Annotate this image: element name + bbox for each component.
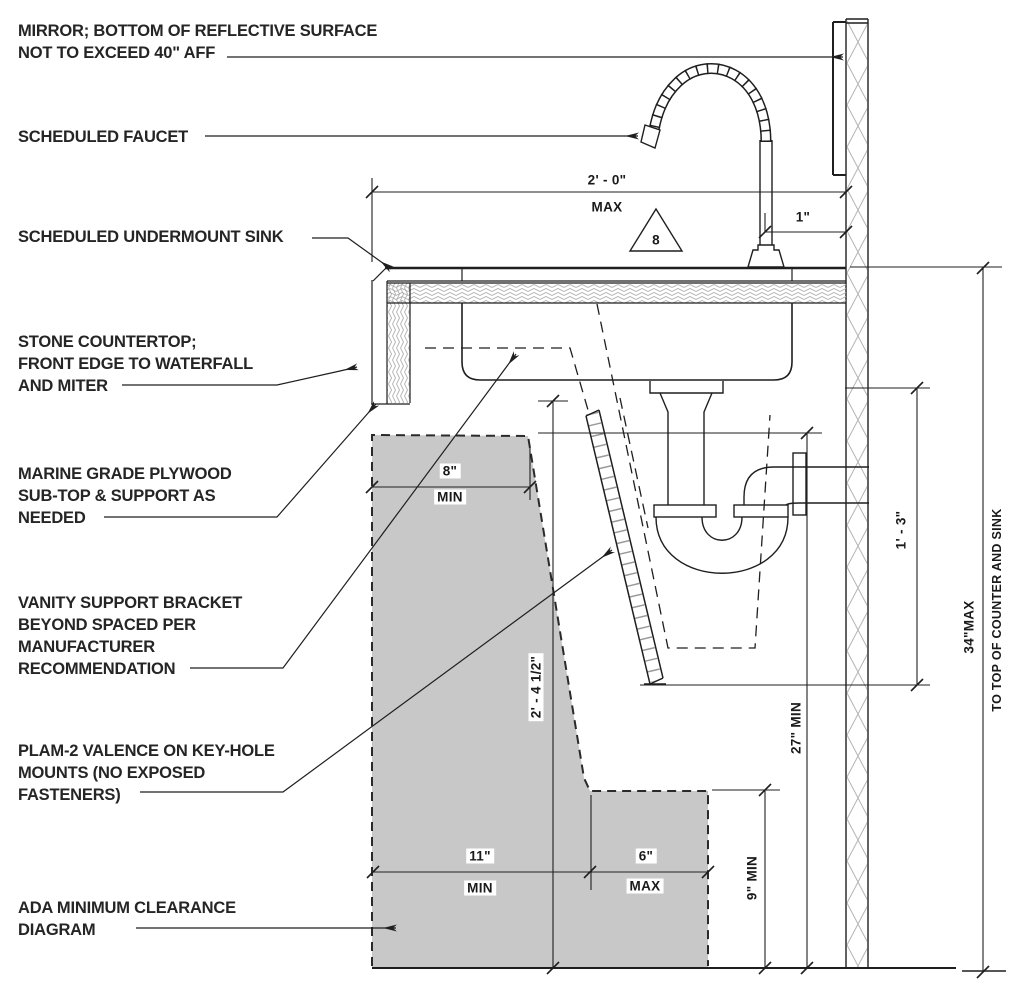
callout-line: ADA MINIMUM CLEARANCE [18,899,236,917]
dimension-ticks [365,185,990,979]
dimension-lines [365,178,1002,979]
floor-line [372,967,1006,972]
callout-line: FRONT EDGE TO WATERFALL [18,355,253,373]
dim-toe-depth: 6" [635,848,657,864]
dim-knee-depth: 8" [439,463,461,479]
callout-mirror: MIRROR; BOTTOM OF REFLECTIVE SURFACE NOT… [18,20,377,64]
callout-line: BEYOND SPACED PER [18,616,196,634]
p-trap-plumbing [649,381,869,574]
dim-knee-depth-qualifier: MIN [434,489,466,505]
wall-section [845,18,869,967]
mirror-line [832,21,846,176]
dim-toe-height: 9" MIN [744,852,760,904]
dim-faucet-to-wall: 1" [795,209,811,225]
callout-plywood: MARINE GRADE PLYWOOD SUB-TOP & SUPPORT A… [18,463,232,529]
callout-line: AND MITER [18,377,108,395]
callout-line: VANITY SUPPORT BRACKET [18,594,243,612]
callout-line: NEEDED [18,509,86,527]
leader-stone [122,363,359,386]
dim-knee-clearance-height: 27" MIN [788,701,804,755]
valence-panel [585,409,666,685]
sink-bowl [461,303,793,381]
callout-line: STONE COUNTERTOP; [18,333,197,351]
callout-stone: STONE COUNTERTOP; FRONT EDGE TO WATERFAL… [18,331,253,397]
callout-line: MARINE GRADE PLYWOOD [18,465,232,483]
dim-counter-depth-qualifier: MAX [591,199,623,215]
dim-drain-zone-height: 1' - 3" [893,510,909,550]
dim-counter-height-note: TO TOP OF COUNTER AND SINK [990,508,1004,712]
dim-knee-depth-total-qualifier: MIN [464,880,496,896]
leader-valence [140,546,615,793]
dim-counter-depth: 2' - 0" [587,172,627,188]
dim-toe-depth-qualifier: MAX [626,878,664,894]
callout-line: RECOMMENDATION [18,660,176,678]
callout-line: SCHEDULED FAUCET [18,128,189,146]
keynote-number: 8 [652,232,660,248]
leader-plywood [104,400,380,518]
callout-line: SUB-TOP & SUPPORT AS [18,487,216,505]
callout-line: PLAM-2 VALENCE ON KEY-HOLE [18,742,275,760]
callout-bracket: VANITY SUPPORT BRACKET BEYOND SPACED PER… [18,592,242,680]
leader-bracket [190,351,520,669]
dim-counter-height: 34"MAX [961,600,977,654]
support-bracket-hidden [425,303,771,649]
callout-line: NOT TO EXCEED 40" AFF [18,44,216,62]
callout-line: MANUFACTURER [18,638,155,656]
dim-knee-depth-total: 11" [466,848,494,864]
countertop-section [371,266,846,405]
leader-lines [104,53,844,932]
dim-knee-height-mid: 2' - 4 1/2" [528,652,544,722]
keynote-triangle [628,207,684,252]
callout-sink: SCHEDULED UNDERMOUNT SINK [18,226,284,248]
callout-line: FASTENERS) [18,786,121,804]
callout-ada: ADA MINIMUM CLEARANCE DIAGRAM [18,897,236,941]
callout-line: SCHEDULED UNDERMOUNT SINK [18,228,284,246]
callout-line: MOUNTS (NO EXPOSED [18,764,206,782]
faucet [640,63,785,268]
callout-line: MIRROR; BOTTOM OF REFLECTIVE SURFACE [18,22,378,40]
callout-line: DIAGRAM [18,921,96,939]
callout-faucet: SCHEDULED FAUCET [18,126,188,148]
callout-valence: PLAM-2 VALENCE ON KEY-HOLE MOUNTS (NO EX… [18,740,275,806]
leader-sink [312,237,394,273]
